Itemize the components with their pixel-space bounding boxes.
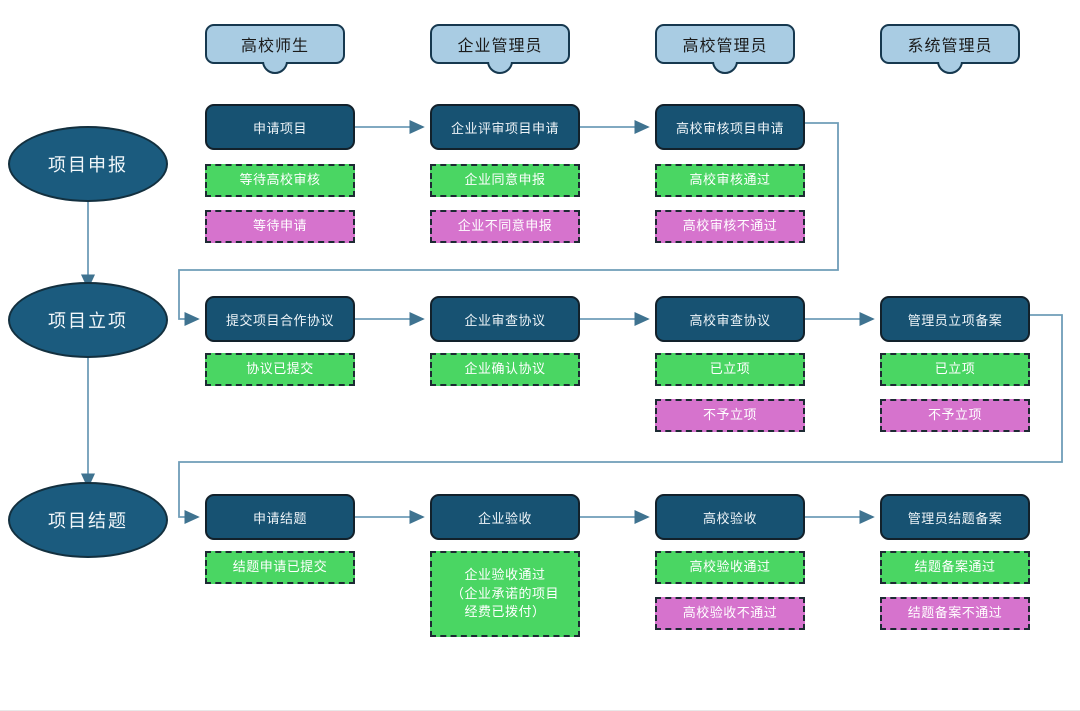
status-agreement-submitted: 协议已提交 [205,353,355,386]
status-closure-application-submitted: 结题申请已提交 [205,551,355,584]
phase-label: 项目立项 [48,311,128,331]
status-project-rejected-admin: 不予立项 [880,399,1030,432]
step-label: 企业评审项目申请 [450,120,559,136]
role-bubble-university-admin: 高校管理员 [655,24,795,74]
step-label: 高校审查协议 [689,312,771,328]
step-submit-cooperation-agreement[interactable]: 提交项目合作协议 [205,296,355,342]
status-enterprise-disagrees: 企业不同意申报 [430,210,580,243]
status-university-audit-passed: 高校审核通过 [655,164,805,197]
phase-label: 项目结题 [48,511,128,531]
status-university-acceptance-passed: 高校验收通过 [655,551,805,584]
step-admin-record-establishment[interactable]: 管理员立项备案 [880,296,1030,342]
status-project-established-admin: 已立项 [880,353,1030,386]
role-bubble-system-admin: 系统管理员 [880,24,1020,74]
status-project-rejected-university: 不予立项 [655,399,805,432]
step-admin-record-closure[interactable]: 管理员结题备案 [880,494,1030,540]
role-label: 企业管理员 [457,38,543,55]
status-waiting-university-review: 等待高校审核 [205,164,355,197]
phase-node-approval: 项目立项 [8,282,168,358]
step-university-audit-application[interactable]: 高校审核项目申请 [655,104,805,150]
role-bubble-university-staff: 高校师生 [205,24,345,74]
role-label: 高校管理员 [682,38,768,55]
status-closure-record-failed: 结题备案不通过 [880,597,1030,630]
step-apply-project[interactable]: 申请项目 [205,104,355,150]
bubble-tail-icon [937,62,963,75]
step-label: 高校验收 [702,510,757,526]
status-enterprise-confirms-agreement: 企业确认协议 [430,353,580,386]
step-label: 申请结题 [252,510,307,526]
step-university-acceptance[interactable]: 高校验收 [655,494,805,540]
bubble-tail-icon [487,62,513,75]
step-enterprise-check-agreement[interactable]: 企业审查协议 [430,296,580,342]
step-label: 管理员立项备案 [907,312,1003,328]
phase-label: 项目申报 [48,155,128,175]
role-label: 高校师生 [240,38,309,55]
step-enterprise-acceptance[interactable]: 企业验收 [430,494,580,540]
role-bubble-enterprise-admin: 企业管理员 [430,24,570,74]
step-label: 提交项目合作协议 [225,312,334,328]
role-label: 系统管理员 [907,38,993,55]
step-label: 高校审核项目申请 [675,120,784,136]
status-enterprise-agrees: 企业同意申报 [430,164,580,197]
status-enterprise-acceptance-passed: 企业验收通过 （企业承诺的项目 经费已拨付） [430,551,580,637]
step-university-check-agreement[interactable]: 高校审查协议 [655,296,805,342]
status-closure-record-passed: 结题备案通过 [880,551,1030,584]
step-label: 申请项目 [252,120,307,136]
status-university-audit-failed: 高校审核不通过 [655,210,805,243]
status-university-acceptance-failed: 高校验收不通过 [655,597,805,630]
bubble-tail-icon [262,62,288,75]
phase-node-declaration: 项目申报 [8,126,168,202]
step-enterprise-review-application[interactable]: 企业评审项目申请 [430,104,580,150]
step-label: 企业验收 [477,510,532,526]
step-label: 管理员结题备案 [907,510,1003,526]
bubble-tail-icon [712,62,738,75]
status-project-established-university: 已立项 [655,353,805,386]
step-apply-closure[interactable]: 申请结题 [205,494,355,540]
phase-node-closure: 项目结题 [8,482,168,558]
step-label: 企业审查协议 [464,312,546,328]
status-waiting-application: 等待申请 [205,210,355,243]
